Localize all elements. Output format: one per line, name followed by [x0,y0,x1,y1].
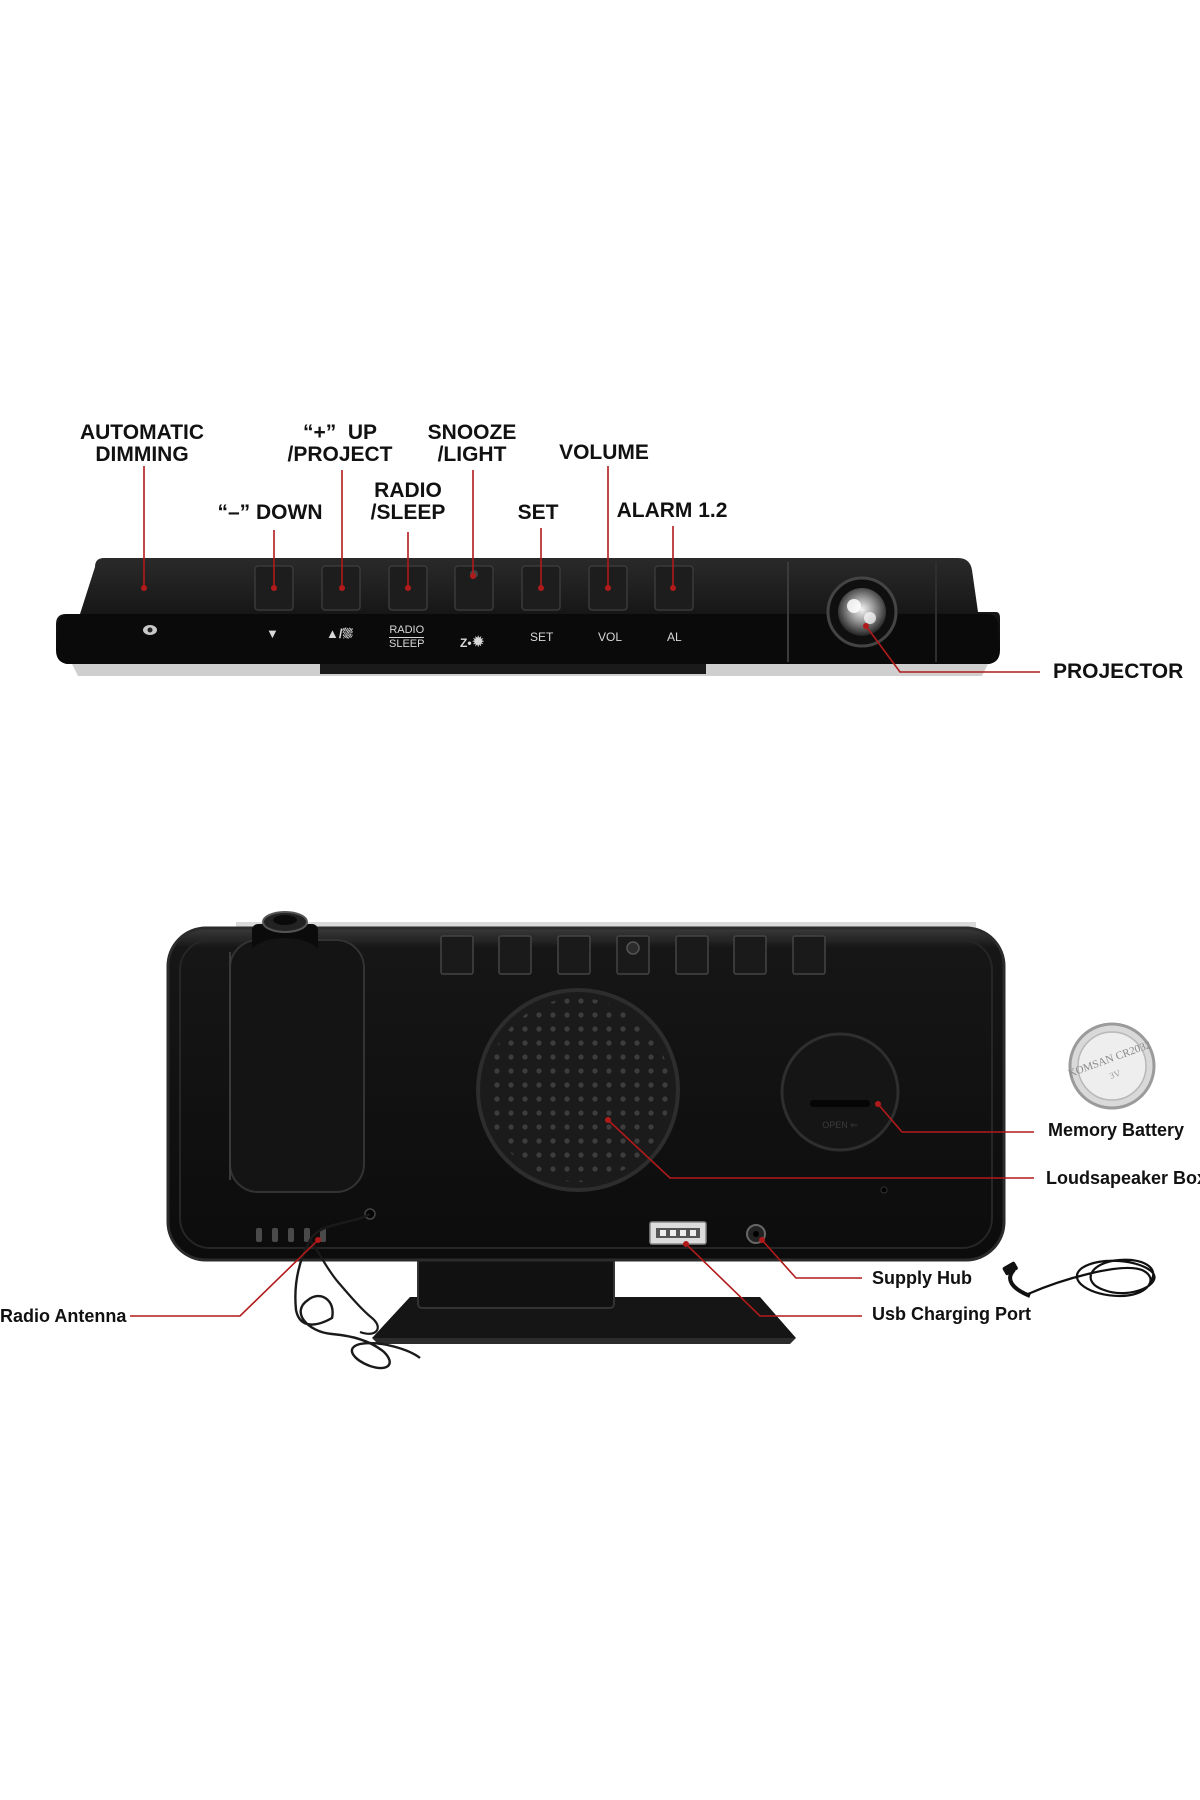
back-button-6[interactable] [733,935,767,975]
leader-alarm-dot [670,585,676,591]
usb-port [649,1221,707,1245]
leader-up-project-dot [339,585,345,591]
leader-usb-charging-port-dot [683,1241,689,1247]
battery-compartment [780,1032,900,1152]
power-cable [1002,1258,1156,1298]
panel-sleep-text: SLEEP [389,638,425,650]
back-button-row [440,935,826,975]
label-automatic-dimming: AUTOMATIC DIMMING [79,421,205,466]
top-button-snooze-light[interactable] [454,565,494,611]
panel-up-project: ▲/⛆ [326,626,353,642]
leader-automatic-dimming-dot [141,585,147,591]
label-volume: VOLUME [559,441,649,464]
panel-set: SET [530,630,554,644]
leader-usb-charging-port [685,1243,862,1317]
leader-supply-hub [761,1239,862,1279]
label-usb-charging-port: Usb Charging Port [872,1304,1032,1324]
light-sun-icon: ✹ [471,634,485,651]
projector-head-back [249,911,321,974]
projection-icon: ⛆ [342,626,353,641]
leader-volume-dot [605,585,611,591]
label-alarm: ALARM 1.2 [616,499,728,522]
top-view-device [56,558,1000,676]
panel-vol: VOL [598,630,623,644]
leader-radio-antenna [130,1239,319,1317]
label-up-project: “+” UP /PROJECT [287,421,393,466]
back-snooze-light-lens [626,941,640,955]
leader-projector [865,625,1040,673]
label-radio-antenna: Radio Antenna [0,1306,127,1326]
leader-radio-sleep-dot [405,585,411,591]
svg-text:OPEN ⇐: OPEN ⇐ [822,1120,858,1130]
label-loudspeaker-box: Loudsapeaker Box [1046,1168,1200,1188]
panel-down-arrow: ▼ [266,626,279,641]
panel-snooze-z: Z• [460,636,472,650]
label-memory-battery: Memory Battery [1048,1120,1185,1140]
leader-loudspeaker-box [607,1119,1034,1179]
panel-up-symbol: ▲/ [326,626,343,641]
panel-al: AL [667,630,682,644]
vent-slots [256,1228,326,1242]
leader-down-dot [271,585,277,591]
panel-radio-sleep: RADIO SLEEP [389,624,425,651]
leader-radio-antenna-dot [315,1237,321,1243]
projector-arm-cover [229,939,365,1193]
leader-loudspeaker-box-dot [605,1117,611,1123]
top-device-front-strip [58,614,998,664]
leader-projector-dot [863,623,869,629]
label-down: “–” DOWN [217,501,323,524]
back-button-4[interactable] [616,935,650,975]
panel-radio-text: RADIO [389,624,425,638]
light-sensor-icon [143,625,157,635]
coin-battery: KOMSAN CR2032 3V [1067,1022,1156,1110]
antenna-wire [294,1212,421,1370]
leader-supply-hub-dot [759,1237,765,1243]
back-button-5[interactable] [675,935,709,975]
label-projector: PROJECTOR [1053,660,1184,683]
back-button-1[interactable] [440,935,474,975]
leader-lines [130,466,1040,1317]
back-button-3[interactable] [557,935,591,975]
back-view-device: OPEN ⇐ [166,911,1156,1370]
leader-memory-battery-dot [875,1101,881,1107]
back-button-7[interactable] [792,935,826,975]
svg-text:3V: 3V [1108,1068,1122,1081]
leader-memory-battery [877,1103,1034,1133]
panel-snooze-light: Z•✹ [460,632,485,652]
leader-snooze-light-dot [470,573,476,579]
back-button-2[interactable] [498,935,532,975]
label-set: SET [517,501,559,524]
label-radio-sleep: RADIO /SLEEP [370,479,446,524]
label-snooze-light: SNOOZE /LIGHT [427,421,517,466]
label-supply-hub: Supply Hub [872,1268,972,1288]
leader-set-dot [538,585,544,591]
